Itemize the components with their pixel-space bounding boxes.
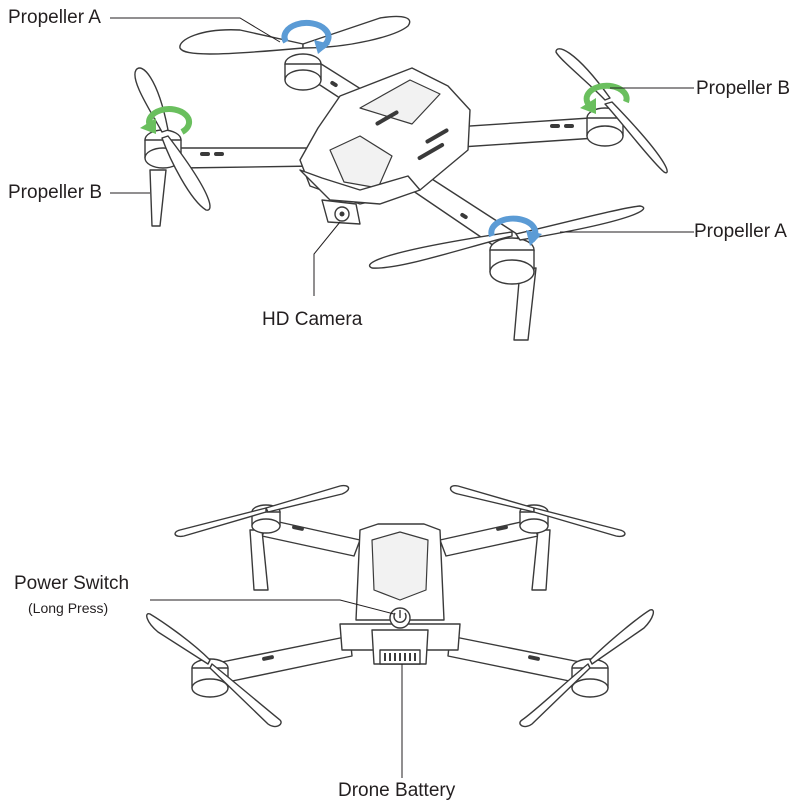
propeller-a-label-top-left: Propeller A xyxy=(8,7,101,28)
top-callout-lines xyxy=(110,17,694,296)
hd-camera-label: HD Camera xyxy=(262,309,363,330)
power-switch xyxy=(389,607,411,629)
hd-camera xyxy=(321,199,361,225)
power-switch-label: Power Switch xyxy=(14,573,130,594)
propeller-a-rotation-arrow xyxy=(281,19,332,51)
arm-vents xyxy=(200,80,574,220)
propeller-b-rotation-arrow-right xyxy=(583,82,630,109)
propeller-a-label-right: Propeller A xyxy=(694,221,787,242)
bottom-callout-lines xyxy=(150,599,403,778)
propeller-b-label-left: Propeller B xyxy=(8,182,102,203)
propeller-b-label-right: Propeller B xyxy=(696,78,790,99)
drone-battery-label: Drone Battery xyxy=(338,780,456,801)
top-drone xyxy=(134,15,668,341)
power-switch-note: (Long Press) xyxy=(28,600,109,616)
drone-battery xyxy=(379,649,421,665)
bottom-drone xyxy=(146,484,655,728)
front-propeller-blades xyxy=(146,484,655,728)
rotation-arrows xyxy=(140,19,630,246)
propeller-b-rotation-arrow-left xyxy=(146,106,193,135)
drone-body xyxy=(299,67,471,205)
motors xyxy=(144,53,624,285)
front-arms xyxy=(211,519,591,685)
front-body xyxy=(339,523,461,665)
